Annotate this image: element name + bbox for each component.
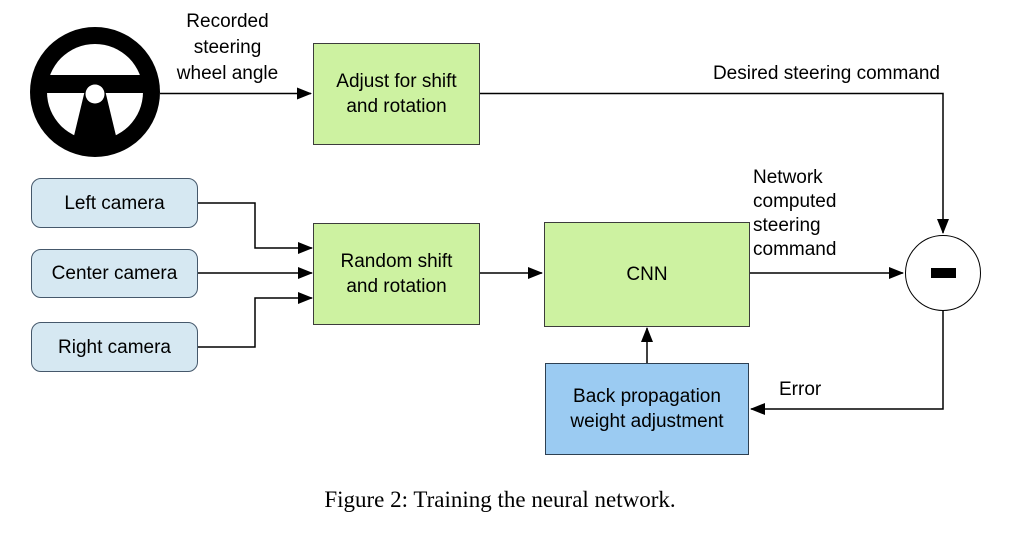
connector-left-camera-to-random bbox=[198, 202, 313, 254]
comparator-node bbox=[905, 235, 981, 311]
steering-wheel-icon bbox=[30, 27, 160, 157]
cnn-box: CNN bbox=[544, 222, 750, 327]
right-camera-box: Right camera bbox=[31, 322, 198, 372]
desired-steering-label: Desired steering command bbox=[712, 63, 940, 84]
connector-adjust-to-comparator bbox=[480, 92, 949, 234]
random-shift-box: Random shift and rotation bbox=[313, 223, 480, 325]
backprop-box: Back propagation weight adjustment bbox=[545, 363, 749, 455]
connector-comparator-to-backprop bbox=[750, 311, 944, 415]
left-camera-box: Left camera bbox=[31, 178, 198, 228]
center-camera-box: Center camera bbox=[31, 249, 198, 298]
network-computed-label: Network computed steering command bbox=[753, 167, 837, 260]
minus-icon bbox=[930, 268, 956, 278]
adjust-box: Adjust for shift and rotation bbox=[313, 43, 480, 145]
figure-caption: Figure 2: Training the neural network. bbox=[324, 487, 676, 512]
error-label: Error bbox=[779, 379, 822, 400]
connector-right-camera-to-random bbox=[198, 292, 313, 348]
recorded-steering-label: Recorded steering wheel angle bbox=[176, 11, 279, 84]
